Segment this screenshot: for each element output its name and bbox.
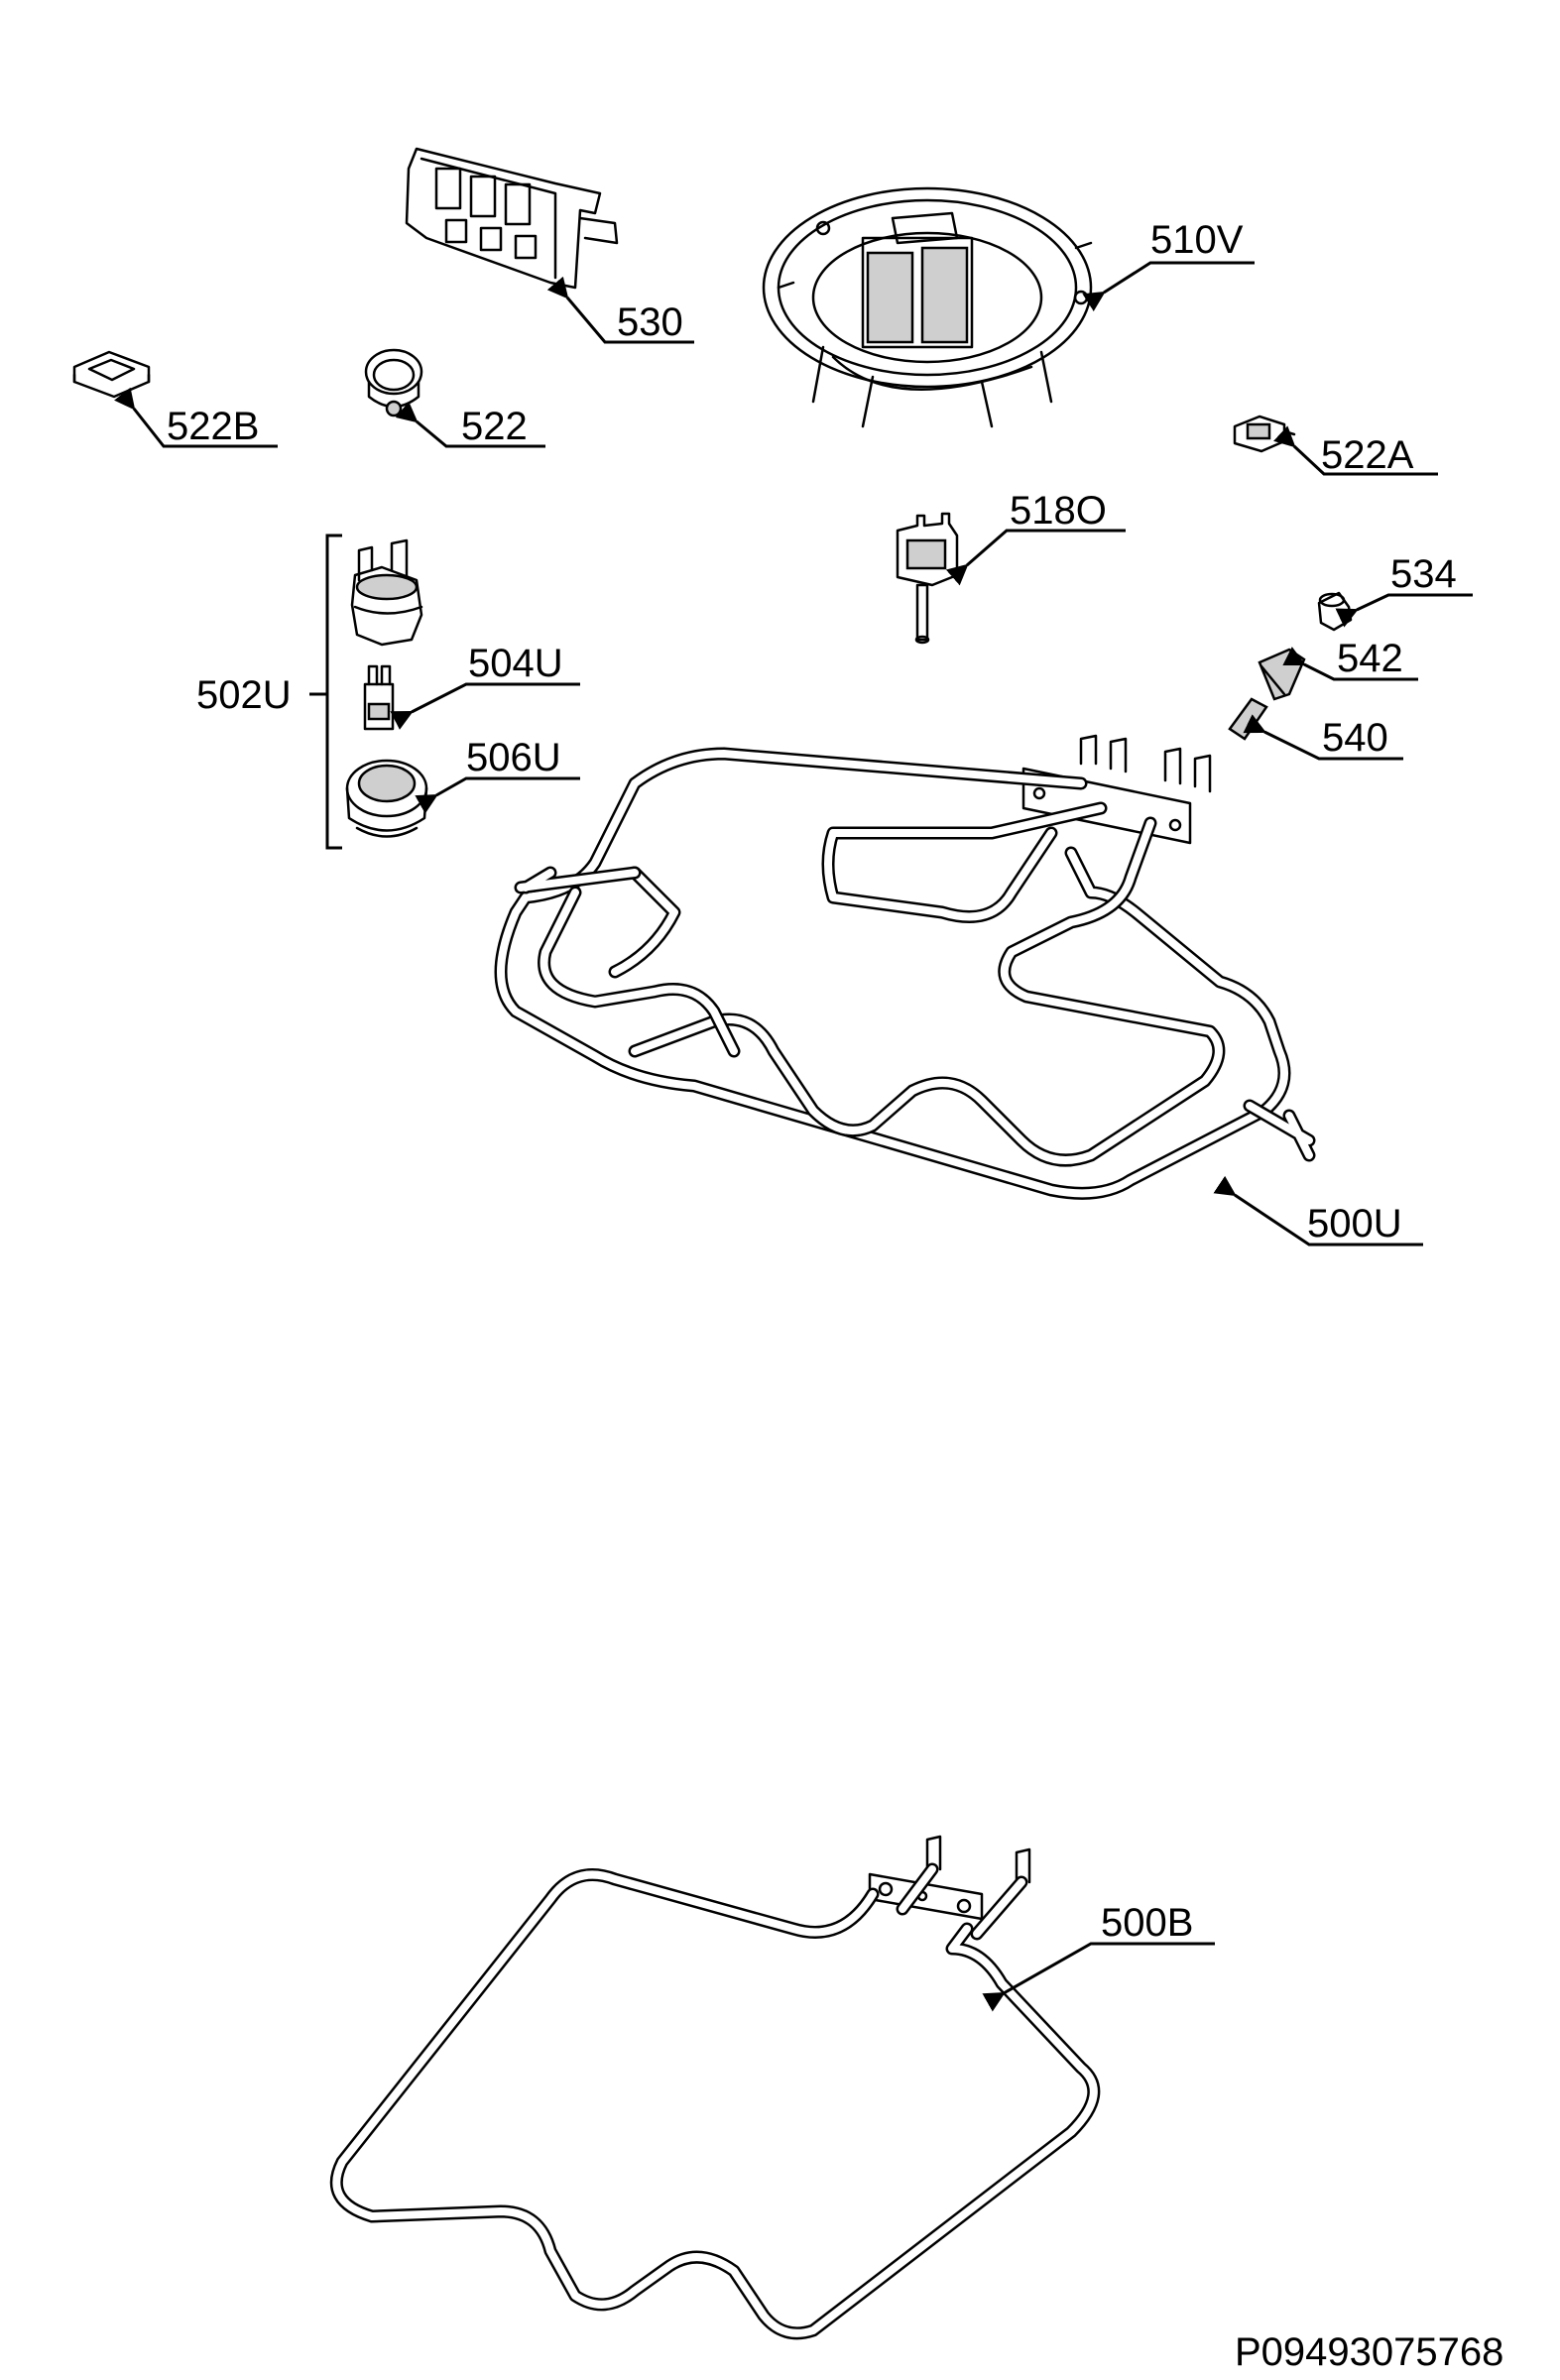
top-heating-element-500U[interactable] xyxy=(494,734,1316,1200)
leader-518O xyxy=(945,529,1126,586)
leader-504U xyxy=(390,682,580,730)
group-bracket-502U xyxy=(325,534,342,850)
bracket-522B[interactable] xyxy=(72,350,151,399)
leader-506U xyxy=(415,776,580,814)
label-530: 530 xyxy=(617,300,683,344)
fan-motor-assembly-510V[interactable] xyxy=(762,186,1093,428)
lamp-glass-540[interactable] xyxy=(1228,697,1268,741)
leader-530 xyxy=(546,276,694,344)
knob-506U[interactable] xyxy=(345,759,428,838)
label-500U: 500U xyxy=(1307,1202,1402,1246)
leader-522 xyxy=(395,401,545,448)
leader-534 xyxy=(1335,593,1473,628)
label-506U: 506U xyxy=(466,736,561,779)
thermostat-518O[interactable] xyxy=(896,512,959,645)
label-542: 542 xyxy=(1337,637,1403,680)
leader-522A xyxy=(1273,425,1438,476)
leader-500U xyxy=(1213,1175,1423,1247)
leader-540 xyxy=(1243,714,1403,761)
label-504U: 504U xyxy=(468,642,563,685)
label-518O: 518O xyxy=(1010,489,1107,533)
label-510V: 510V xyxy=(1150,218,1244,262)
leader-542 xyxy=(1282,647,1418,681)
label-502U: 502U xyxy=(196,673,292,717)
document-id: P09493075768 xyxy=(1235,2330,1503,2374)
terminal-block-530[interactable] xyxy=(405,147,619,290)
label-540: 540 xyxy=(1322,716,1388,760)
label-522B: 522B xyxy=(167,405,259,448)
label-522A: 522A xyxy=(1321,433,1414,477)
switch-504U[interactable] xyxy=(363,664,395,731)
clamp-ring-522[interactable] xyxy=(364,348,423,417)
label-534: 534 xyxy=(1390,552,1457,596)
leader-500B xyxy=(982,1942,1215,2012)
bottom-heating-element-500B[interactable] xyxy=(329,1835,1101,2340)
switch-housing-502U[interactable] xyxy=(350,538,423,647)
lamp-cap-534[interactable] xyxy=(1317,591,1353,632)
leader-510V xyxy=(1082,261,1255,312)
lamp-cover-542[interactable] xyxy=(1258,648,1306,701)
label-522: 522 xyxy=(461,405,528,448)
bracket-522A[interactable] xyxy=(1233,415,1296,453)
leader-522B xyxy=(114,387,278,448)
label-500B: 500B xyxy=(1101,1901,1193,1945)
